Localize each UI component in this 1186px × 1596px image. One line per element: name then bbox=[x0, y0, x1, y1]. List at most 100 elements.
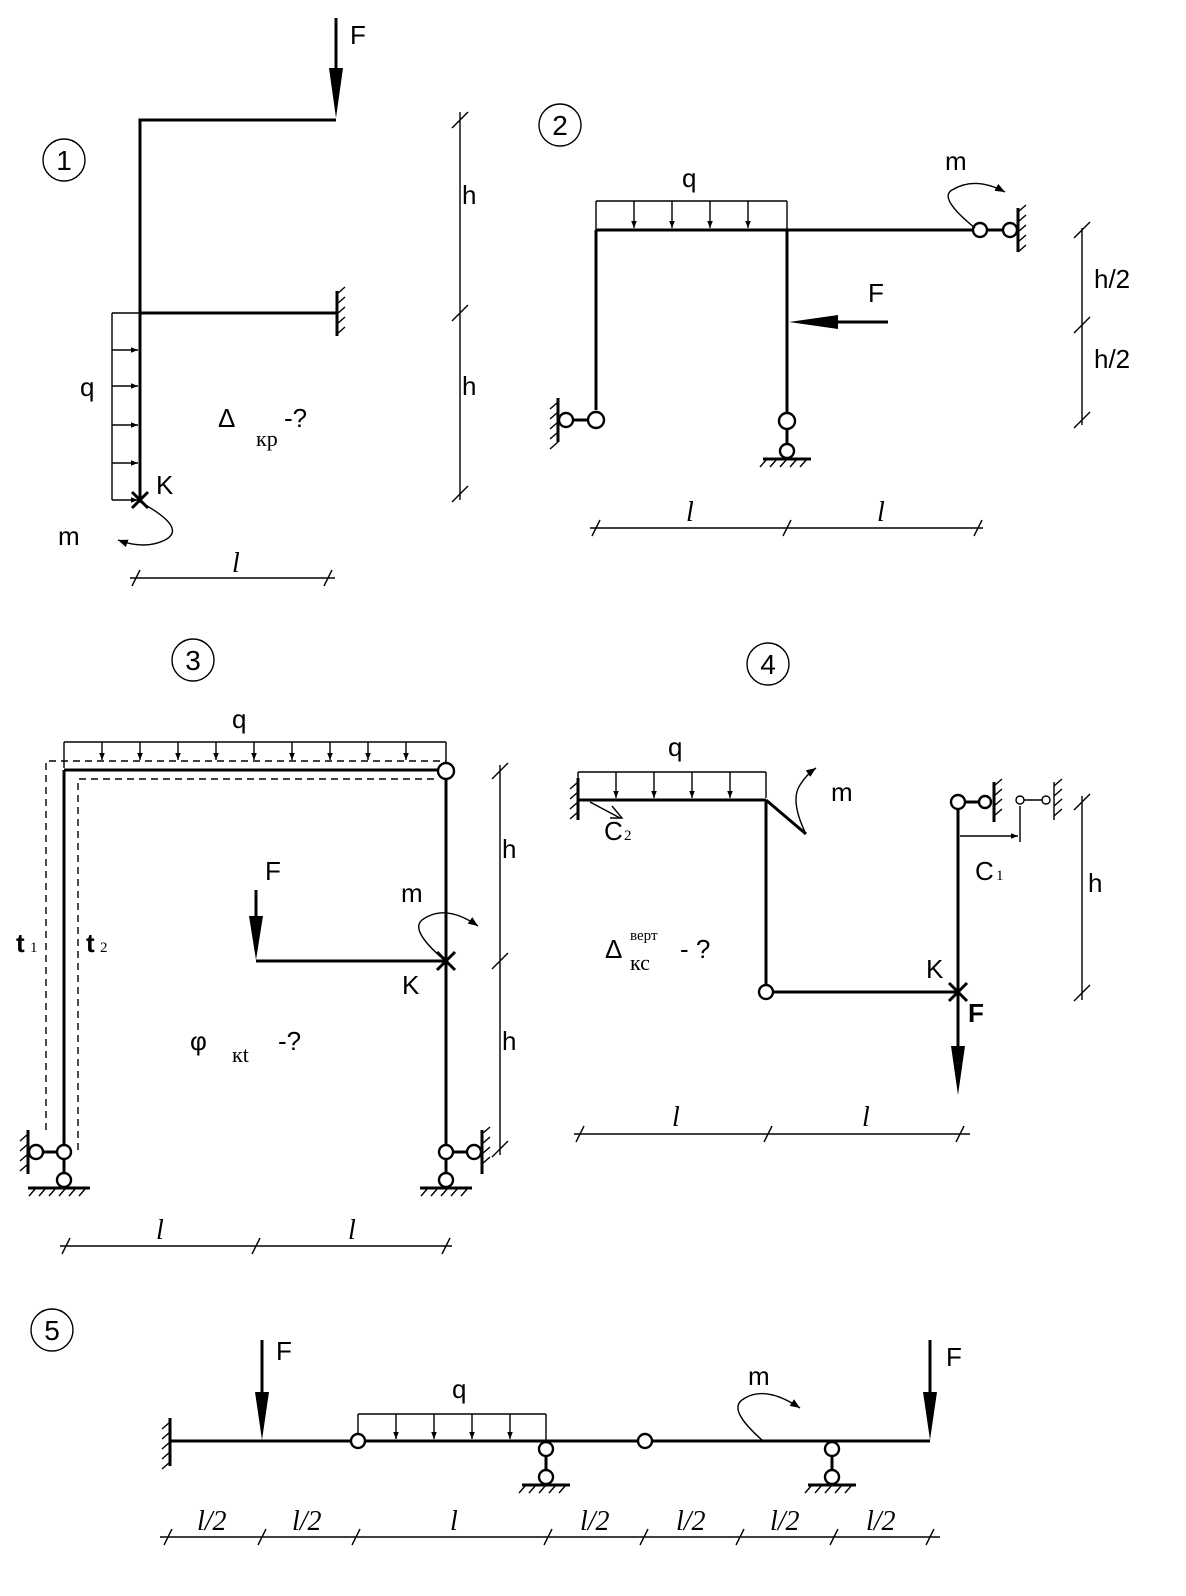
point-k-cross bbox=[947, 981, 969, 1003]
fixed-support bbox=[569, 778, 580, 820]
temperature-label: t bbox=[16, 928, 25, 958]
dimension-label: l/2 bbox=[580, 1506, 610, 1537]
force-label: F bbox=[350, 20, 366, 50]
load-label: q bbox=[232, 704, 246, 734]
scheme-number: 5 bbox=[44, 1315, 60, 1346]
task-symbol: φ bbox=[190, 1026, 207, 1056]
point-k-label: K bbox=[402, 970, 420, 1000]
settlement-label: C bbox=[975, 856, 994, 886]
scheme-number-circle bbox=[538, 103, 582, 147]
distributed-load bbox=[357, 1413, 547, 1440]
vertical-dimension bbox=[1073, 221, 1091, 429]
moment-label: m bbox=[58, 521, 80, 551]
moment-arrow bbox=[737, 1392, 801, 1441]
load-label: q bbox=[682, 163, 696, 193]
dimension-label: l/2 bbox=[292, 1506, 322, 1537]
dimension-label: l bbox=[877, 497, 885, 528]
moment-label: m bbox=[831, 777, 853, 807]
dimension-label: l bbox=[450, 1506, 458, 1537]
dimension-label: h/2 bbox=[1094, 344, 1130, 374]
dimension-label: l bbox=[686, 497, 694, 528]
force-arrow bbox=[249, 890, 263, 960]
dimension-label: l/2 bbox=[197, 1506, 227, 1537]
dimension-label: h bbox=[1088, 868, 1102, 898]
scheme-number-circle bbox=[171, 638, 215, 682]
scheme-number: 1 bbox=[56, 145, 72, 176]
force-arrow bbox=[329, 18, 343, 118]
task-symbol: Δ bbox=[218, 403, 235, 433]
temperature-subscript: 1 bbox=[30, 940, 38, 956]
dimension-label: h bbox=[502, 834, 516, 864]
vertical-dimension bbox=[491, 762, 509, 1158]
dimension-label: l bbox=[348, 1215, 356, 1246]
horizontal-dimension bbox=[574, 1125, 970, 1143]
moment-label: m bbox=[945, 146, 967, 176]
task-rest: - ? bbox=[680, 934, 710, 964]
horizontal-dimension bbox=[130, 569, 335, 587]
scheme-2: 2 q m bbox=[538, 103, 1130, 537]
dimension-label: l bbox=[232, 548, 240, 579]
force-label: F bbox=[868, 278, 884, 308]
moment-label: m bbox=[748, 1361, 770, 1391]
distributed-load bbox=[595, 200, 788, 230]
pin-support bbox=[420, 1126, 491, 1197]
settlement-subscript: 1 bbox=[996, 868, 1004, 884]
horizontal-dimension bbox=[60, 1237, 452, 1255]
scheme-4: 4 q m C 2 bbox=[569, 642, 1102, 1143]
force-arrow bbox=[255, 1340, 269, 1440]
scheme-number: 3 bbox=[185, 645, 201, 676]
settlement-leader bbox=[589, 801, 621, 819]
dimension-label: l/2 bbox=[866, 1506, 896, 1537]
dimension-label: l bbox=[862, 1102, 870, 1133]
scheme-number: 4 bbox=[760, 649, 776, 680]
distributed-load bbox=[63, 741, 447, 768]
task-rest: -? bbox=[278, 1026, 301, 1056]
point-k-label: K bbox=[926, 954, 944, 984]
force-label: F bbox=[968, 998, 984, 1028]
task-rest: -? bbox=[284, 403, 307, 433]
point-k-cross bbox=[435, 950, 457, 972]
vertical-dimension bbox=[1073, 793, 1091, 1002]
task-subscript: кс bbox=[630, 950, 650, 975]
dimension-label: h bbox=[502, 1026, 516, 1056]
horizontal-dimension bbox=[160, 1528, 940, 1546]
force-label: F bbox=[946, 1342, 962, 1372]
displaced-support bbox=[960, 778, 1063, 842]
dimension-label: h bbox=[462, 371, 476, 401]
temperature-line-outer bbox=[45, 760, 446, 1130]
horizontal-link-support bbox=[949, 778, 1003, 822]
hinge bbox=[636, 1432, 654, 1450]
moment-arrow bbox=[418, 912, 479, 959]
scheme-number: 2 bbox=[552, 110, 568, 141]
scheme-3: 3 q F bbox=[16, 638, 516, 1255]
bracket-stub bbox=[765, 798, 807, 836]
vertical-link-support bbox=[518, 1440, 570, 1494]
hinge bbox=[349, 1432, 367, 1450]
moment-arrow bbox=[947, 182, 1006, 229]
scheme-number-circle bbox=[42, 138, 86, 182]
scheme-number-circle bbox=[30, 1308, 74, 1352]
vertical-dimension bbox=[451, 111, 469, 503]
moment-label: m bbox=[401, 878, 423, 908]
vertical-link-support bbox=[804, 1440, 856, 1494]
distributed-load bbox=[111, 312, 140, 503]
task-symbol: Δ bbox=[605, 934, 622, 964]
temperature-subscript: 2 bbox=[100, 940, 108, 956]
horizontal-link-support bbox=[549, 398, 606, 450]
load-label: q bbox=[80, 372, 94, 402]
moment-arrow bbox=[795, 767, 817, 833]
moment-arrow bbox=[117, 501, 174, 548]
horizontal-dimension bbox=[590, 519, 983, 537]
fixed-support bbox=[161, 1418, 172, 1470]
dimension-label: l/2 bbox=[676, 1506, 706, 1537]
force-label: F bbox=[276, 1336, 292, 1366]
dimension-label: l bbox=[672, 1102, 680, 1133]
force-arrow bbox=[789, 315, 888, 329]
dimension-label: h/2 bbox=[1094, 264, 1130, 294]
temperature-line-inner bbox=[77, 778, 438, 1150]
load-label: q bbox=[452, 1374, 466, 1404]
settlement-label: C bbox=[604, 816, 623, 846]
dimension-label: h bbox=[462, 180, 476, 210]
